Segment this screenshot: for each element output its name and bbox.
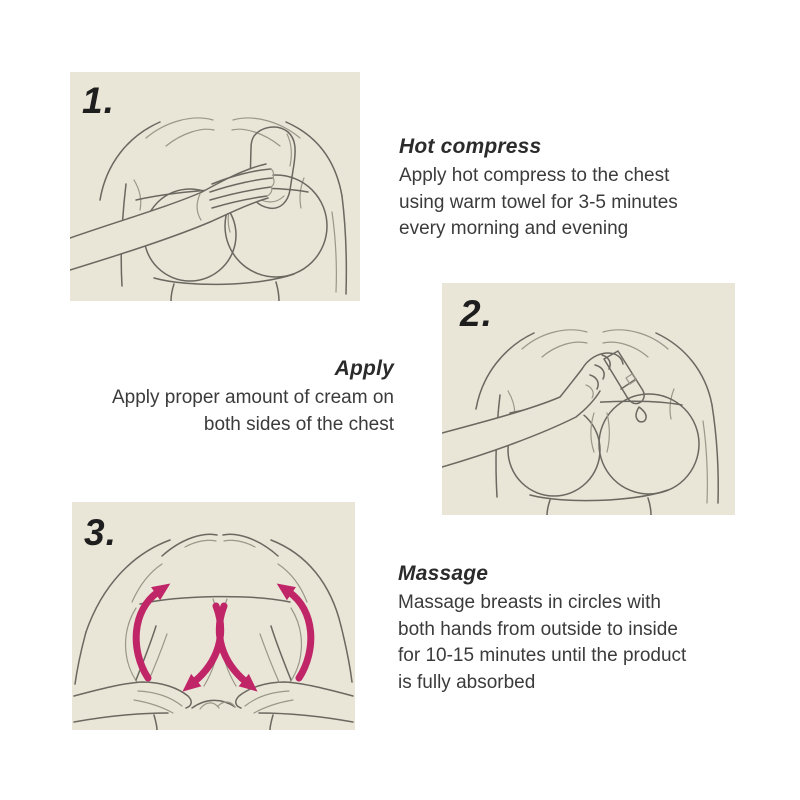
- apply-cream-illustration: [442, 329, 719, 515]
- step-1-title: Hot compress: [399, 135, 542, 158]
- massage-arrow-right-outer-up: [276, 583, 315, 682]
- step-1-description: Apply hot compress to the chest using wa…: [399, 165, 678, 239]
- step-2-caption: Apply Apply proper amount of cream on bo…: [50, 356, 394, 438]
- right-breast-outline: [224, 174, 328, 278]
- step-1-panel: 1.: [70, 72, 360, 301]
- step-2-description: Apply proper amount of cream on both sid…: [112, 387, 394, 435]
- massage-arrow-right-inner-down: [215, 602, 258, 692]
- left-thumb: [135, 625, 157, 681]
- fingers: [209, 168, 275, 209]
- step-3-number: 3.: [84, 512, 117, 553]
- step-3-caption: Massage Massage breasts in circles with …: [398, 561, 748, 696]
- center-folds: [191, 699, 236, 710]
- step-3-description: Massage breasts in circles with both han…: [398, 592, 687, 693]
- arm-and-hand: [442, 352, 624, 468]
- left-breast-outer: [125, 607, 141, 687]
- gripping-fingers: [585, 354, 611, 399]
- step-3-title: Massage: [398, 562, 489, 585]
- step-2-number: 2.: [460, 293, 493, 334]
- step-1-caption: Hot compress Apply hot compress to the c…: [399, 134, 719, 243]
- left-hand: [72, 625, 193, 730]
- cream-tube: [603, 350, 647, 423]
- massage-arrows: [132, 583, 315, 692]
- hot-compress-illustration: [70, 117, 348, 301]
- right-hand: [234, 625, 355, 730]
- torso-line-art: [99, 117, 348, 301]
- right-breast-outer: [286, 607, 302, 687]
- step-3-panel: 3.: [72, 502, 355, 730]
- massage-arrow-left-inner-down: [182, 602, 225, 692]
- step-1-number: 1.: [82, 80, 115, 121]
- arm-and-hand: [70, 163, 275, 271]
- step-2-title: Apply: [334, 357, 394, 380]
- cream-droplet: [635, 406, 647, 423]
- massage-arrow-left-outer-up: [132, 583, 171, 682]
- right-breast-outline: [598, 393, 700, 495]
- massage-illustration: [72, 533, 355, 730]
- right-thumb: [270, 625, 292, 681]
- step-2-panel: 2.: [442, 283, 735, 515]
